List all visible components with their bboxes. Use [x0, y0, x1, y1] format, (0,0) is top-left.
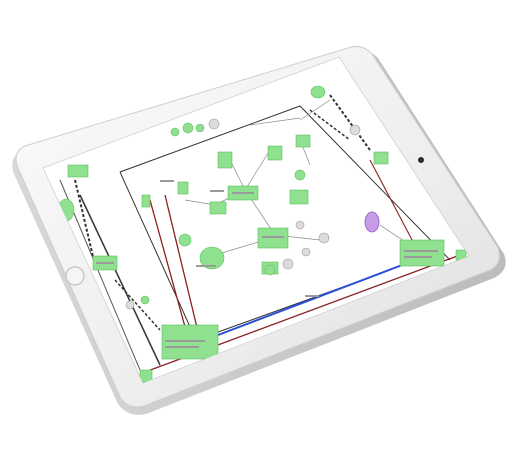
node-circle[interactable] [199, 246, 225, 270]
node-icon[interactable] [295, 220, 305, 230]
gray-nodes [125, 118, 361, 310]
nodes [67, 134, 467, 383]
blue-link [204, 261, 411, 341]
home-button-icon[interactable] [65, 266, 85, 286]
node-icon[interactable] [349, 124, 361, 136]
highlight-node[interactable] [364, 211, 380, 233]
red-link [369, 159, 421, 256]
node-icon[interactable] [301, 247, 311, 257]
node-circle[interactable] [140, 295, 150, 305]
node-icon[interactable] [208, 118, 220, 130]
node-box[interactable] [67, 164, 89, 178]
node-box[interactable] [373, 151, 389, 165]
node-circle[interactable] [182, 122, 194, 134]
node-box[interactable] [217, 151, 233, 169]
label-marks [96, 180, 438, 348]
tablet-screen [42, 56, 470, 384]
node-circle[interactable] [170, 127, 180, 137]
node-box[interactable] [399, 239, 445, 267]
node-box[interactable] [267, 145, 283, 161]
camera-icon [418, 157, 424, 163]
node-circle[interactable] [264, 264, 276, 276]
frame-line [119, 105, 451, 261]
dashed-link [74, 179, 96, 266]
node-circle[interactable] [310, 85, 326, 99]
node-icon[interactable] [282, 258, 294, 270]
network-diagram [57, 85, 467, 383]
dashed-link [329, 94, 371, 151]
dashed-link [114, 279, 161, 331]
red-link [164, 194, 201, 341]
node-icon[interactable] [318, 232, 330, 244]
frame-line [79, 194, 161, 366]
node-box[interactable] [289, 189, 309, 205]
red-link [149, 199, 191, 346]
node-circle[interactable] [178, 233, 192, 247]
node-box[interactable] [141, 194, 151, 208]
node-circle[interactable] [294, 169, 306, 181]
node-circle[interactable] [195, 123, 205, 133]
node-box[interactable] [177, 181, 189, 195]
node-icon[interactable] [125, 300, 135, 310]
node-box[interactable] [295, 134, 311, 148]
node-box[interactable] [209, 201, 227, 215]
dashed-link [309, 109, 351, 141]
